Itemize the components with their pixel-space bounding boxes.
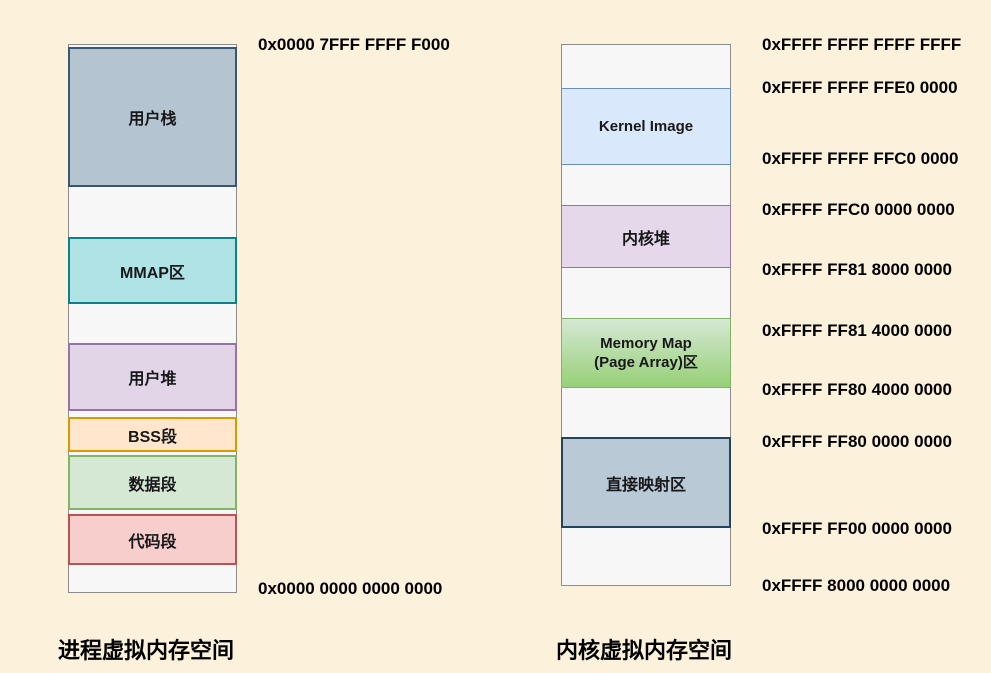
address-kernel-3: 0xFFFF FFC0 0000 0000 [762, 200, 955, 219]
block-mmap-region-label: MMAP区 [120, 264, 185, 282]
block-user-heap: 用户堆 [68, 343, 237, 411]
process-space-title: 进程虚拟内存空间 [58, 638, 235, 663]
block-bss-segment: BSS段 [68, 417, 237, 452]
block-data-segment-label: 数据段 [128, 476, 177, 494]
block-user-stack-label: 用户栈 [128, 111, 177, 128]
block-memory-map-label: Memory Map (Page Array)区 [594, 334, 698, 372]
block-memory-map-page-array: Memory Map (Page Array)区 [561, 318, 731, 388]
address-process-bottom: 0x0000 0000 0000 0000 [258, 579, 443, 598]
block-bss-segment-label: BSS段 [128, 428, 177, 446]
address-kernel-5: 0xFFFF FF81 4000 0000 [762, 321, 952, 340]
block-kernel-image: Kernel Image [561, 88, 731, 165]
address-kernel-9: 0xFFFF 8000 0000 0000 [762, 576, 951, 595]
address-process-top: 0x0000 7FFF FFFF F000 [258, 35, 450, 54]
kernel-space-title: 内核虚拟内存空间 [556, 638, 733, 663]
block-mmap-region: MMAP区 [68, 237, 237, 304]
address-kernel-0: 0xFFFF FFFF FFFF FFFF [762, 35, 962, 54]
block-user-stack: 用户栈 [68, 47, 237, 187]
address-kernel-6: 0xFFFF FF80 4000 0000 [762, 380, 952, 399]
address-kernel-4: 0xFFFF FF81 8000 0000 [762, 260, 952, 279]
block-direct-mapping-region: 直接映射区 [561, 437, 731, 528]
address-kernel-1: 0xFFFF FFFF FFE0 0000 [762, 78, 958, 97]
block-data-segment: 数据段 [68, 455, 237, 510]
block-kernel-image-label: Kernel Image [598, 118, 694, 135]
block-user-heap-label: 用户堆 [128, 371, 177, 388]
block-kernel-heap-label: 内核堆 [621, 230, 670, 248]
block-kernel-heap: 内核堆 [561, 205, 731, 268]
address-kernel-7: 0xFFFF FF80 0000 0000 [762, 432, 952, 451]
block-direct-mapping-label: 直接映射区 [605, 476, 686, 494]
block-code-segment-label: 代码段 [128, 533, 177, 551]
address-kernel-8: 0xFFFF FF00 0000 0000 [762, 519, 952, 538]
address-kernel-2: 0xFFFF FFFF FFC0 0000 [762, 149, 959, 168]
block-code-segment: 代码段 [68, 514, 237, 565]
